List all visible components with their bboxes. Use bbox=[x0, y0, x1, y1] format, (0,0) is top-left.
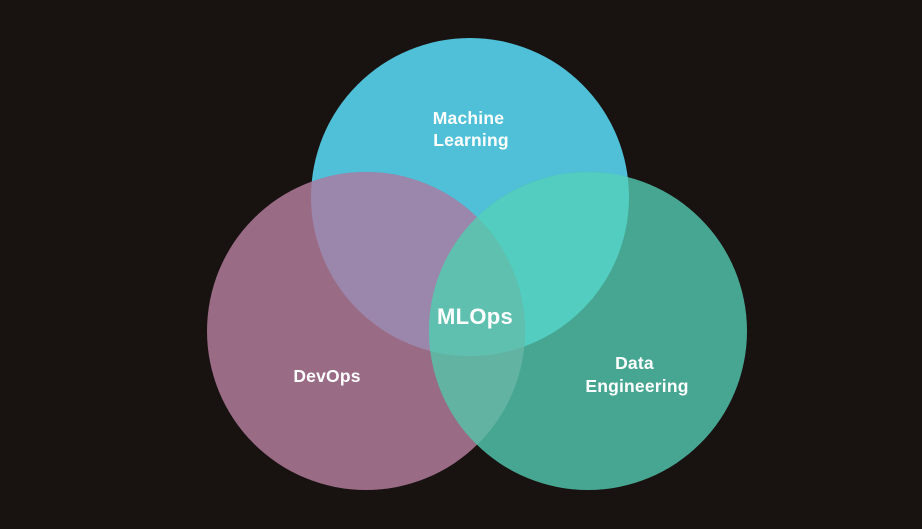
machine-learning-label-line2: Learning bbox=[433, 130, 509, 150]
data-engineering-label-line1: Data bbox=[615, 353, 654, 373]
devops-label-line1: DevOps bbox=[293, 366, 360, 386]
machine-learning-label: Machine Learning bbox=[433, 108, 509, 150]
mlops-center-label-line1: MLOps bbox=[437, 304, 513, 329]
data-engineering-label: Data Engineering bbox=[585, 353, 688, 396]
data-engineering-label-line2: Engineering bbox=[585, 376, 688, 396]
machine-learning-label-line1: Machine bbox=[433, 108, 504, 128]
mlops-center-label: MLOps bbox=[437, 304, 513, 329]
devops-label: DevOps bbox=[293, 366, 360, 386]
